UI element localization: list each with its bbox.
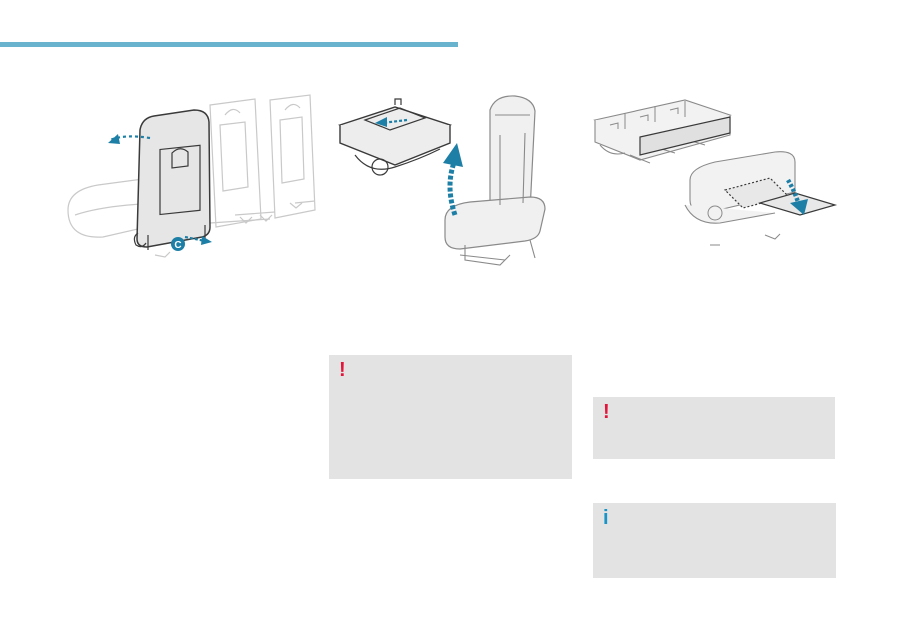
- exclamation-icon: !: [603, 401, 610, 423]
- exclamation-icon: !: [339, 359, 346, 381]
- warning-box-2: !: [593, 397, 835, 459]
- warning-box-1: !: [329, 355, 572, 479]
- illustration-seat-folding-1: C: [60, 85, 320, 270]
- illustration-seat-folding-2: [335, 95, 565, 270]
- callout-c: [171, 237, 185, 251]
- info-box: i: [593, 503, 836, 578]
- callout-c-label: C: [174, 240, 181, 251]
- illustration-seat-folding-3: [590, 95, 840, 270]
- info-icon: i: [603, 507, 609, 529]
- section-header-rule: [0, 42, 458, 47]
